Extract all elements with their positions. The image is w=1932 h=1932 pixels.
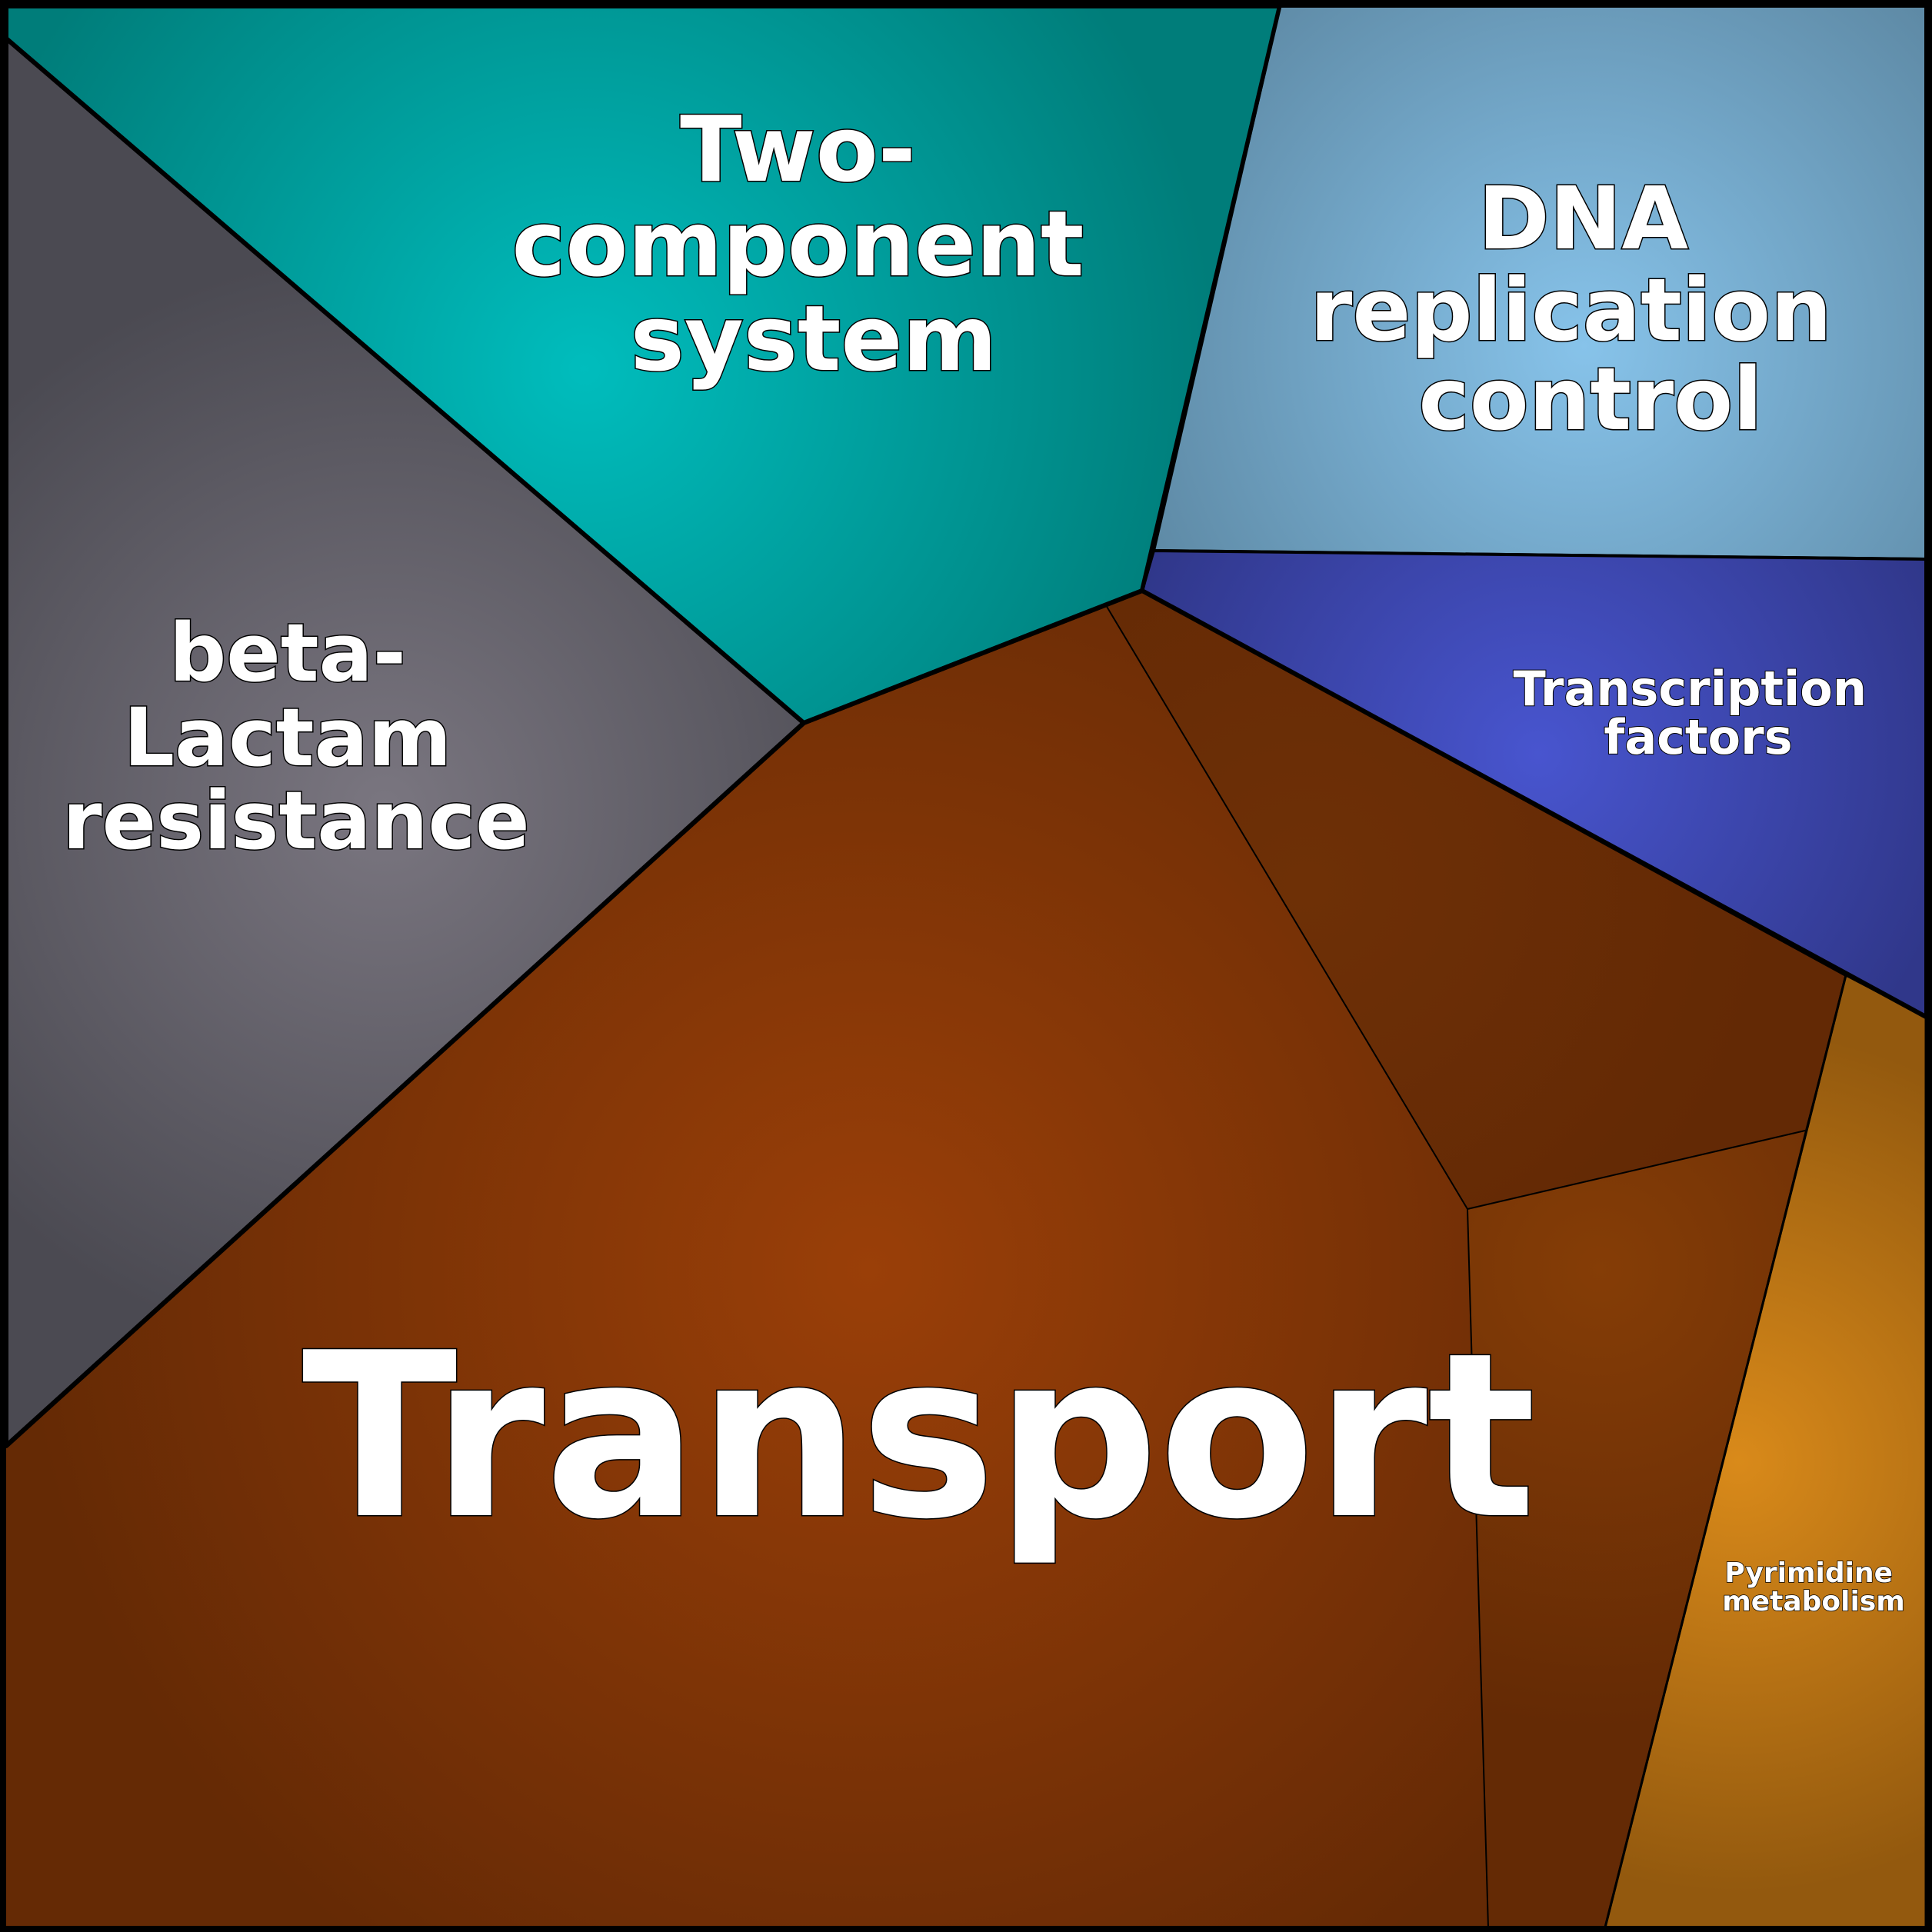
label-beta-lactam-resistance-line-3: resistance <box>62 774 529 868</box>
region-borders <box>4 5 1927 1928</box>
label-transcription-factors-line-2: factors <box>1604 709 1792 765</box>
label-dna-replication-control: DNA replication control <box>1310 169 1862 450</box>
label-transcription-factors-line-1: Transcription <box>1513 661 1867 717</box>
label-dna-replication-control-line-2: replication <box>1310 261 1832 361</box>
label-transport-line-1: Transport <box>302 1304 1537 1569</box>
label-beta-lactam-resistance-line-1: beta- <box>169 606 406 700</box>
label-two-component-system: Two- component system <box>511 96 1115 391</box>
label-dna-replication-control-line-1: DNA <box>1478 169 1689 269</box>
label-two-component-system-line-1: Two- <box>680 96 916 202</box>
label-dna-replication-control-line-3: control <box>1418 350 1762 450</box>
label-pyrimidine-metabolism-line-2: metabolism <box>1722 1586 1905 1617</box>
label-two-component-system-line-3: system <box>631 285 998 391</box>
label-beta-lactam-resistance-line-2: Lactam <box>124 691 451 784</box>
label-transcription-factors: Transcription factors <box>1513 661 1883 765</box>
region-transport[interactable] <box>6 591 1846 1928</box>
label-beta-lactam-resistance: beta- Lactam resistance <box>62 606 529 868</box>
label-two-component-system-line-2: component <box>511 191 1084 297</box>
label-transport: Transport <box>302 1304 1537 1569</box>
label-pyrimidine-metabolism: Pyrimidine metabolism <box>1722 1557 1905 1617</box>
label-pyrimidine-metabolism-line-1: Pyrimidine <box>1724 1557 1893 1589</box>
